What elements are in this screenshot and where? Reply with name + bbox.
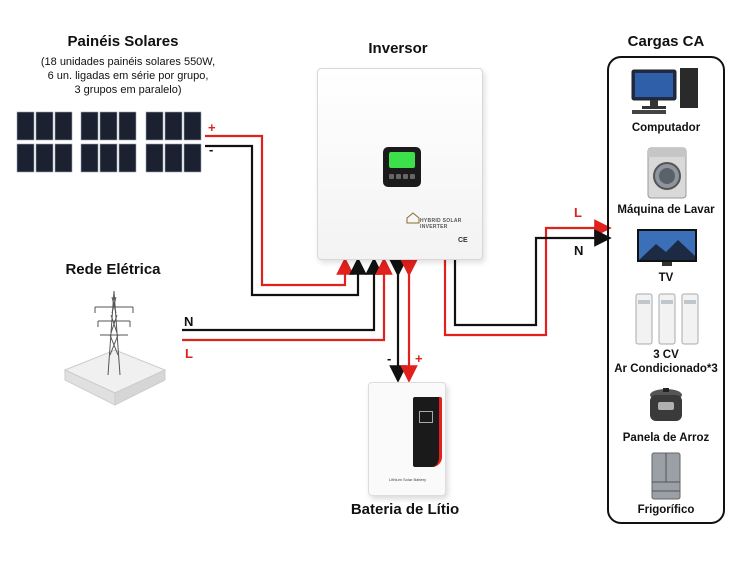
loads-title: Cargas CA (627, 33, 705, 50)
inverter-control-panel (383, 147, 421, 187)
grid-title: Rede Elétrica (65, 261, 161, 278)
solar-panels-icon (16, 111, 202, 173)
solar-title: Painéis Solares (67, 33, 179, 50)
load-label-computer: Computador (631, 122, 701, 134)
solar-desc-line2: 6 un. ligadas em série por grupo, (47, 70, 209, 82)
pv-negative-wire (205, 144, 367, 297)
load-label-tv: TV (658, 272, 674, 284)
battery-unit: Lithium Solar Battery (368, 382, 446, 496)
computer-icon (631, 68, 698, 114)
grid-l-label: L (185, 346, 193, 361)
solar-desc-line1: (18 unidades painéis solares 550W, (40, 56, 216, 68)
pv-plus-label: + (208, 120, 216, 135)
rice-cooker-icon (650, 388, 682, 421)
output-n-label: N (574, 243, 584, 258)
output-l-label: L (574, 205, 582, 220)
grid-n-label: N (184, 314, 194, 329)
battery-brand-text: Lithium Solar Battery (389, 477, 427, 482)
solar-desc-line3: 3 grupos em paralelo) (74, 84, 182, 96)
battery-plus-label: + (415, 351, 423, 366)
grid-line-wire (182, 257, 393, 342)
refrigerator-icon (651, 452, 681, 500)
load-label-air-conditioner: Ar Condicionado*3 (614, 363, 718, 375)
grid-neutral-wire (182, 257, 383, 332)
washing-machine-icon (647, 147, 687, 199)
tv-icon (637, 229, 697, 266)
transmission-tower-icon (63, 290, 167, 406)
solar-description: (18 unidades painéis solares 550W, 6 un.… (8, 55, 248, 97)
battery-indicator (419, 411, 433, 423)
inverter-unit: HYBRID SOLAR INVERTER CE (317, 68, 483, 260)
pv-minus-label: - (209, 142, 214, 157)
air-conditioner-icon (635, 293, 699, 345)
ce-mark: CE (458, 237, 468, 244)
inverter-title: Inversor (368, 40, 428, 57)
output-line-wire (443, 219, 612, 337)
pv-positive-wire (205, 134, 354, 287)
battery-minus-label: - (387, 351, 392, 366)
load-label-ac-capacity: 3 CV (653, 349, 679, 361)
inverter-brand-text: HYBRID SOLAR INVERTER (420, 218, 462, 230)
battery-title: Bateria de Lítio (350, 501, 460, 518)
house-logo-icon (406, 212, 420, 224)
loads-panel (607, 56, 725, 524)
output-neutral-wire (453, 229, 612, 327)
load-label-rice-cooker: Panela de Arroz (622, 432, 710, 444)
load-label-refrigerator: Frigorífico (637, 504, 695, 516)
inverter-display (389, 152, 415, 168)
battery-front-panel (413, 397, 442, 467)
load-label-washing-machine: Máquina de Lavar (617, 204, 715, 216)
